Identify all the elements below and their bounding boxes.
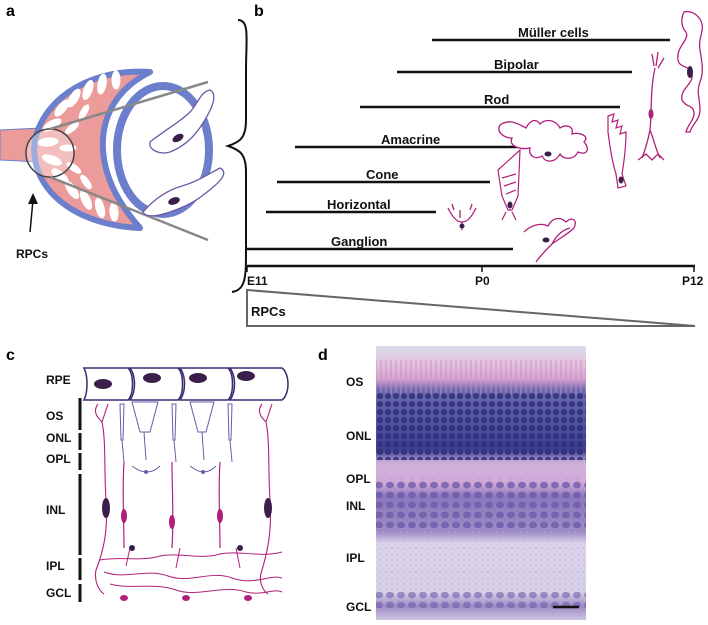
rpc-wedge	[246, 288, 696, 327]
panel-d: d OS ONL OPL INL IPL GCL	[318, 346, 586, 620]
progenitor-cell-2	[142, 167, 225, 217]
progenitor-cell-1	[149, 89, 215, 154]
histo-label-opl: OPL	[346, 472, 371, 486]
timeline-bars: Müller cells Bipolar Rod Amacrine Cone H…	[247, 25, 670, 251]
bar-label-bipolar: Bipolar	[494, 57, 539, 72]
histo-label-ipl: IPL	[346, 551, 365, 565]
bipolar-neurons	[121, 461, 223, 549]
panel-brace	[224, 19, 248, 293]
bar-label-amacrine: Amacrine	[381, 132, 440, 147]
layer-label-ipl: IPL	[46, 559, 65, 573]
layer-label-onl: ONL	[46, 431, 71, 445]
bipolar-cell-illustration	[637, 51, 665, 161]
histo-label-gcl: GCL	[346, 600, 371, 614]
bar-label-muller: Müller cells	[518, 25, 589, 40]
rpc-arrow	[29, 199, 34, 233]
horizontal-cell-illustration	[447, 203, 477, 230]
histo-label-onl: ONL	[346, 429, 371, 443]
histology-onl	[376, 392, 586, 460]
panel-a: a	[0, 3, 225, 261]
panel-d-letter: d	[318, 347, 328, 364]
muller-glia	[94, 403, 273, 595]
muller-cell-illustration	[677, 10, 704, 133]
ganglion-cells-c	[120, 595, 252, 601]
axis-tick-p0: P0	[475, 274, 490, 288]
bar-label-horizontal: Horizontal	[327, 197, 391, 212]
panel-b-letter: b	[254, 3, 264, 20]
axis-tick-e11: E11	[247, 274, 268, 288]
axis-tick-p12: P12	[682, 274, 704, 288]
amacrine-cells-c	[129, 545, 243, 551]
histo-label-os: OS	[346, 375, 363, 389]
histology-inl	[376, 478, 586, 528]
zoom-line-bottom	[49, 175, 209, 242]
rpe-cells	[82, 367, 289, 401]
layer-label-opl: OPL	[46, 452, 71, 466]
layer-label-os: OS	[46, 409, 63, 423]
photoreceptors	[119, 401, 233, 463]
zoom-line-top	[49, 80, 209, 131]
histo-label-inl: INL	[346, 499, 365, 513]
panel-b: b Müller cells Bipolar Rod Amacrine Cone…	[246, 3, 704, 327]
panel-c: c RPE OS ONL OPL INL IPL GCL	[0, 346, 330, 620]
bar-label-ganglion: Ganglion	[331, 234, 387, 249]
panel-a-letter: a	[6, 3, 15, 20]
amacrine-cell-illustration	[498, 119, 589, 162]
panel-c-letter: c	[6, 347, 15, 364]
ipl-gcl-network	[99, 547, 283, 594]
layer-label-gcl: GCL	[46, 586, 71, 600]
rpc-label-b: RPCs	[251, 304, 286, 319]
horizontal-cells	[131, 465, 217, 474]
rpc-label-a: RPCs	[16, 247, 48, 261]
layer-label-inl: INL	[46, 503, 65, 517]
rod-cell-illustration	[607, 113, 627, 189]
magnifier-circle	[25, 128, 75, 178]
histology-gcl	[376, 592, 586, 608]
layer-label-rpe: RPE	[46, 373, 71, 387]
bar-label-cone: Cone	[366, 167, 399, 182]
bar-label-rod: Rod	[484, 92, 509, 107]
cone-cell-illustration	[497, 148, 521, 221]
ganglion-cell-illustration	[523, 217, 576, 263]
